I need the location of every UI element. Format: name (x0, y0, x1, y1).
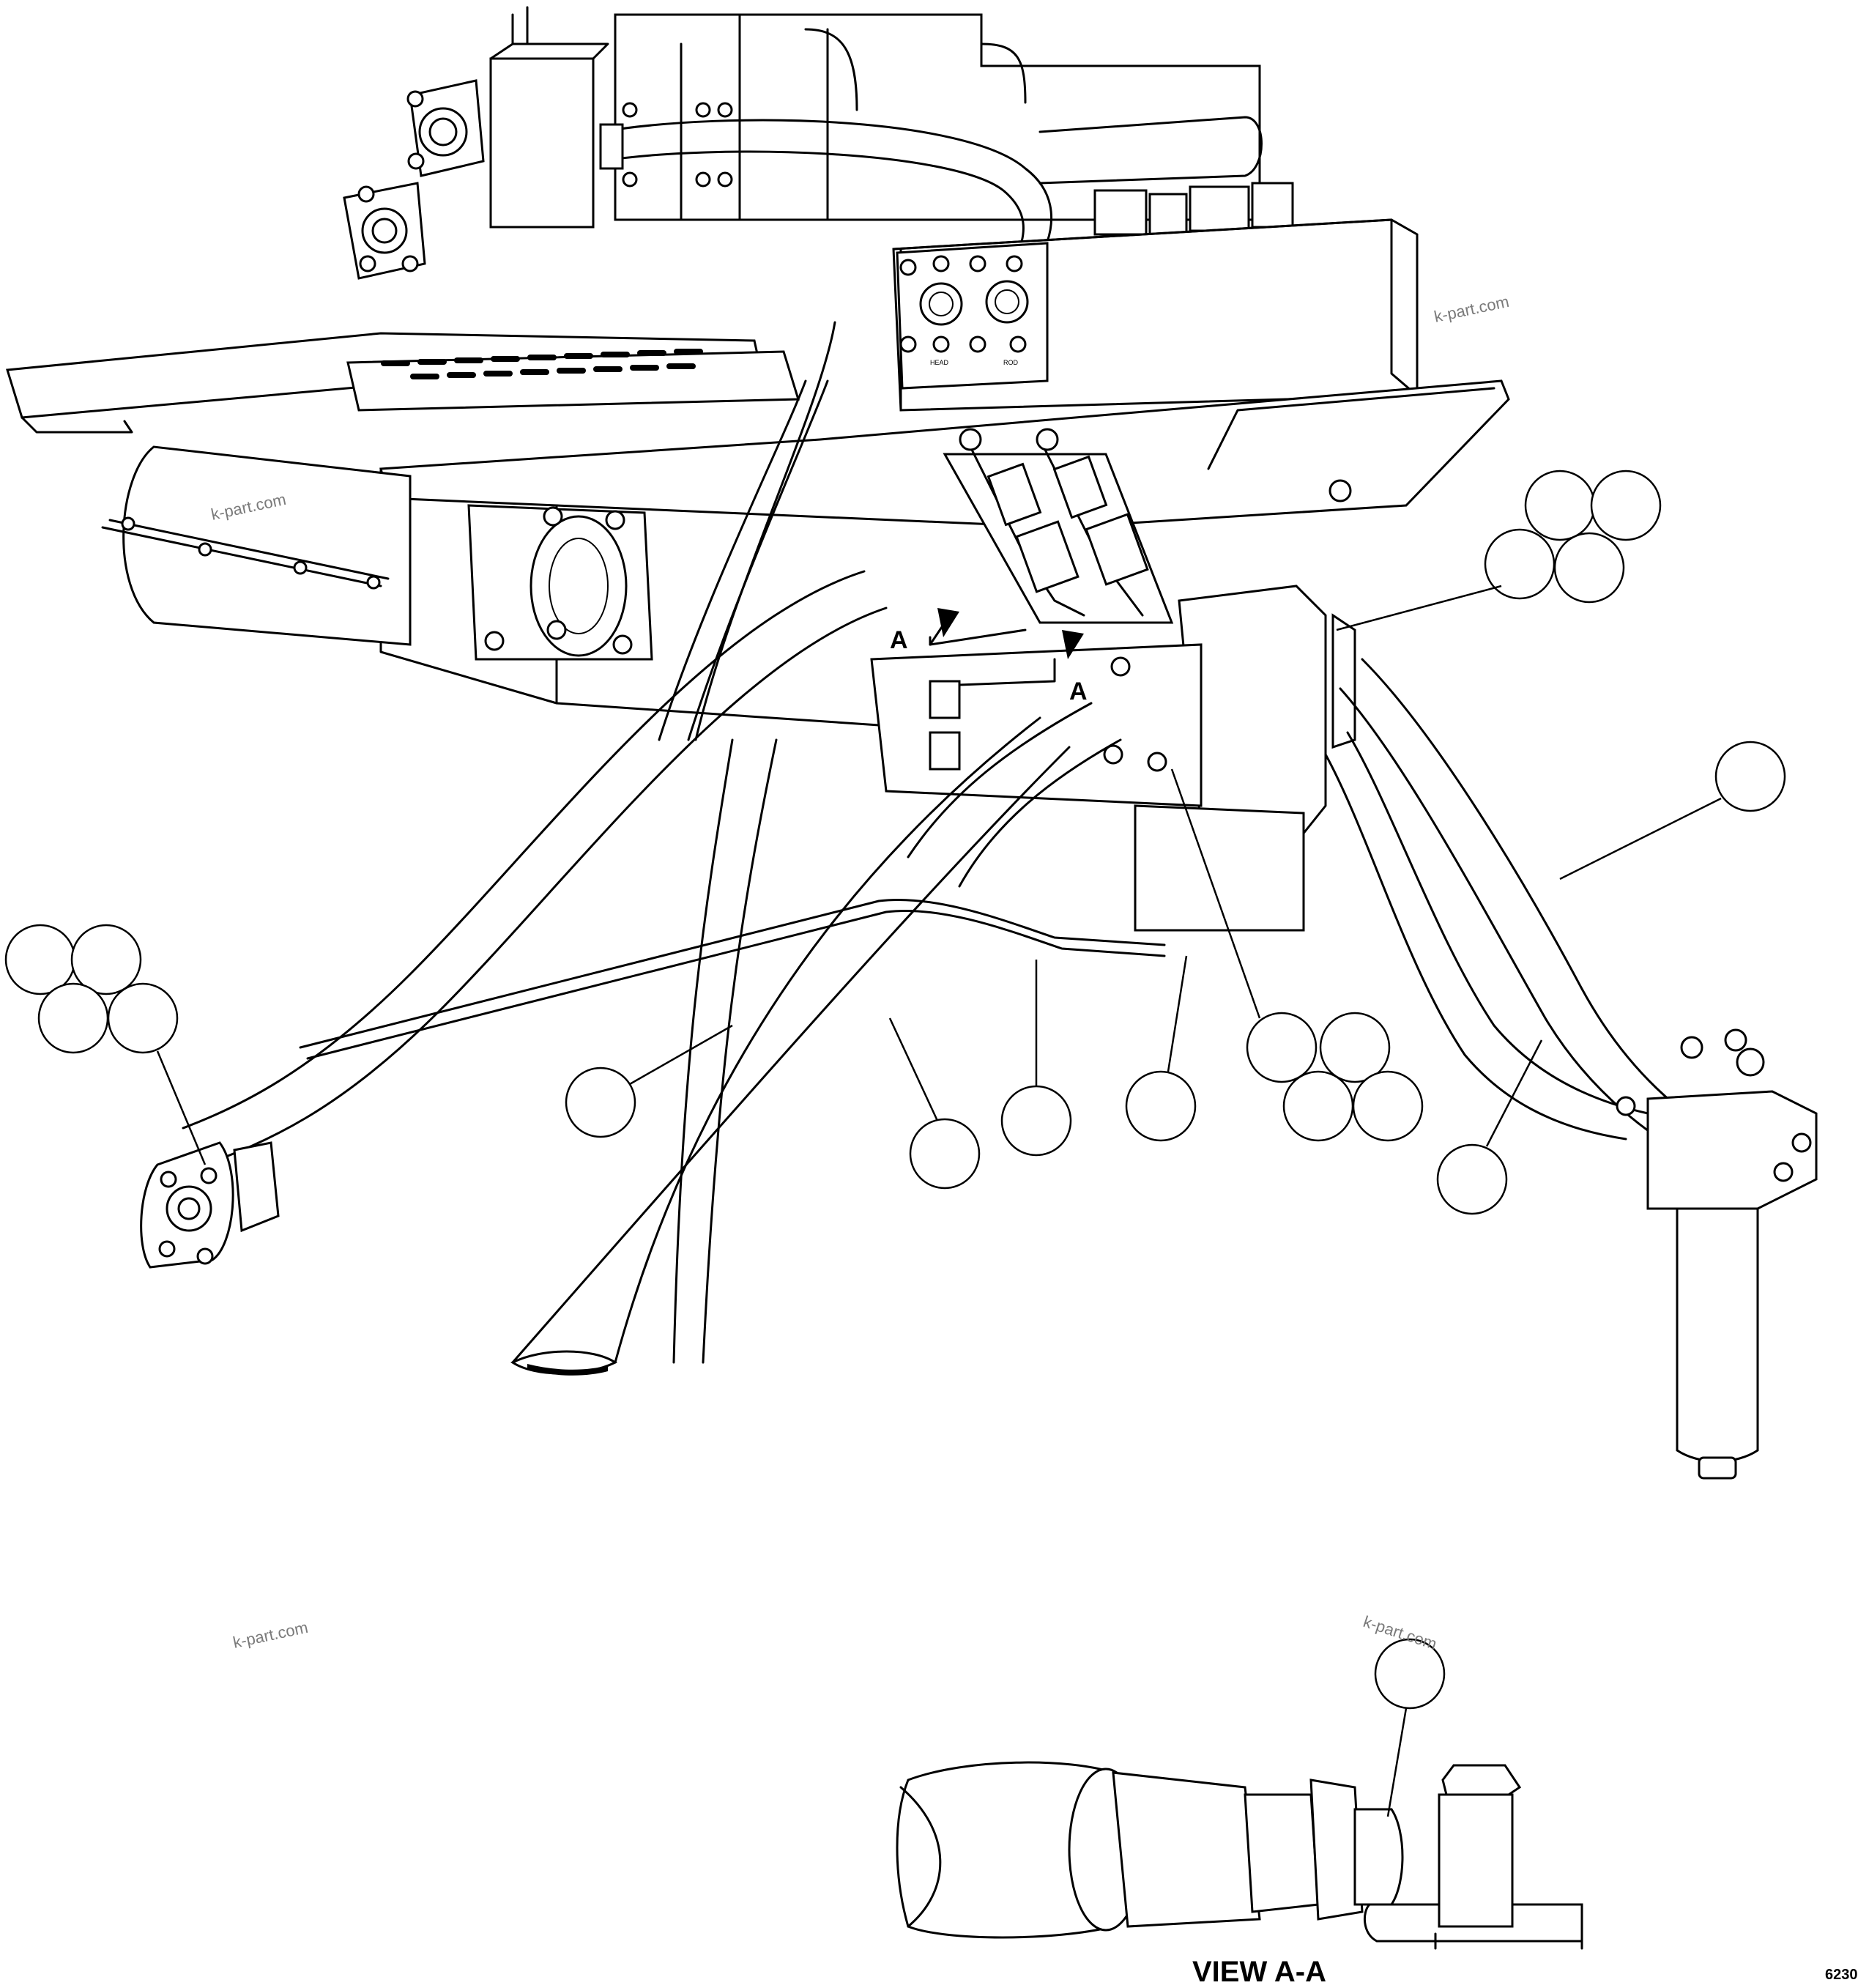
hoses (182, 321, 1737, 1376)
hose-end-flange (140, 1141, 280, 1269)
port-label-head: HEAD (930, 359, 949, 366)
filter-assembly (1616, 1028, 1818, 1480)
figure-number: 62306 (1825, 1967, 1858, 1983)
tank-cylinder (101, 445, 412, 646)
quick-couplers (943, 428, 1174, 624)
callout-group-left (4, 924, 207, 1165)
upper-valve-block (489, 6, 1294, 240)
watermark-top-right: k-part.com (1432, 292, 1511, 326)
view-a-a-detail: VIEW A-A (896, 1638, 1583, 1988)
section-markers: A A (890, 608, 1088, 705)
section-mark-a-2: A (1069, 678, 1088, 705)
callout-right-2 (1436, 1039, 1543, 1215)
upper-tube-loop (599, 28, 1263, 243)
callout-tube (1000, 960, 1072, 1157)
right-valve-body (870, 585, 1356, 932)
left-flange-fittings (343, 79, 485, 280)
callout-fitting (1125, 955, 1197, 1142)
callout-hose-1 (565, 1024, 733, 1138)
pump-flange (467, 504, 653, 661)
watermark-bottom-left: k-part.com (231, 1618, 310, 1652)
callout-right-1 (1559, 741, 1786, 880)
section-mark-a-1: A (890, 626, 908, 654)
port-label-rod: ROD (1003, 359, 1019, 366)
callout-group-center (1170, 768, 1424, 1142)
plate-slot-row (381, 349, 703, 379)
view-a-a-label: VIEW A-A (1192, 1956, 1326, 1988)
main-manifold-block: HEAD ROD (892, 218, 1419, 412)
callout-group-top-right (1336, 470, 1662, 631)
callout-hose-2 (888, 1017, 981, 1190)
